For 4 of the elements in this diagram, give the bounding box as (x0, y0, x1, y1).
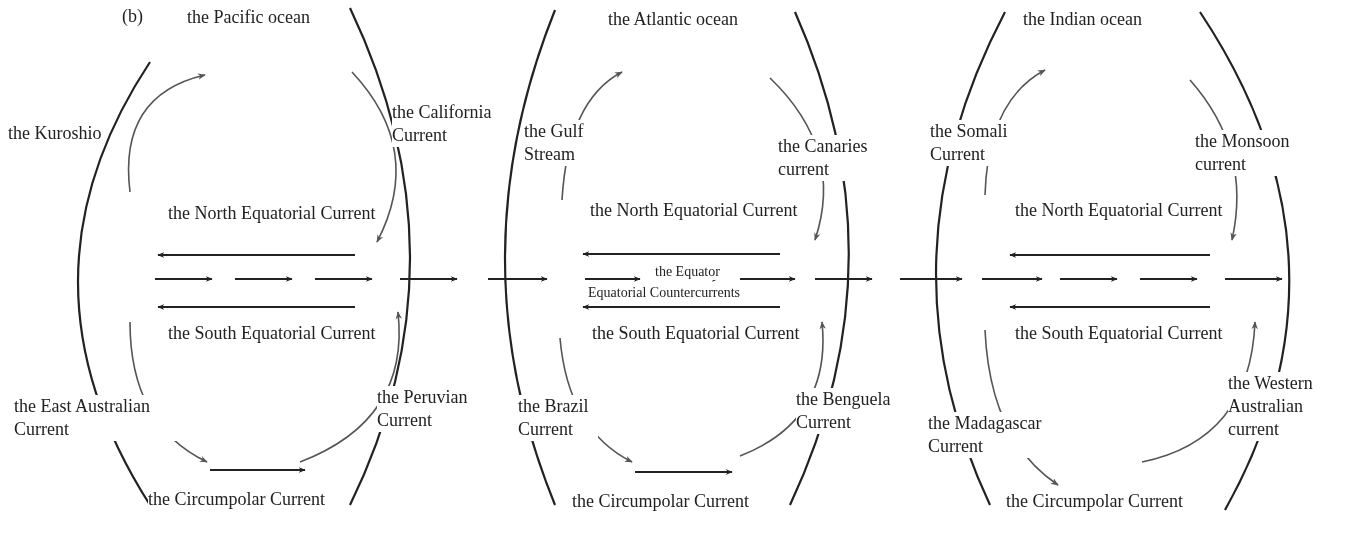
current-label: Equatorial Countercurrents (588, 285, 740, 301)
current-label: the Brazil Current (518, 395, 598, 441)
current-label: (b) (122, 5, 143, 28)
current-label: the Equator (655, 264, 720, 280)
